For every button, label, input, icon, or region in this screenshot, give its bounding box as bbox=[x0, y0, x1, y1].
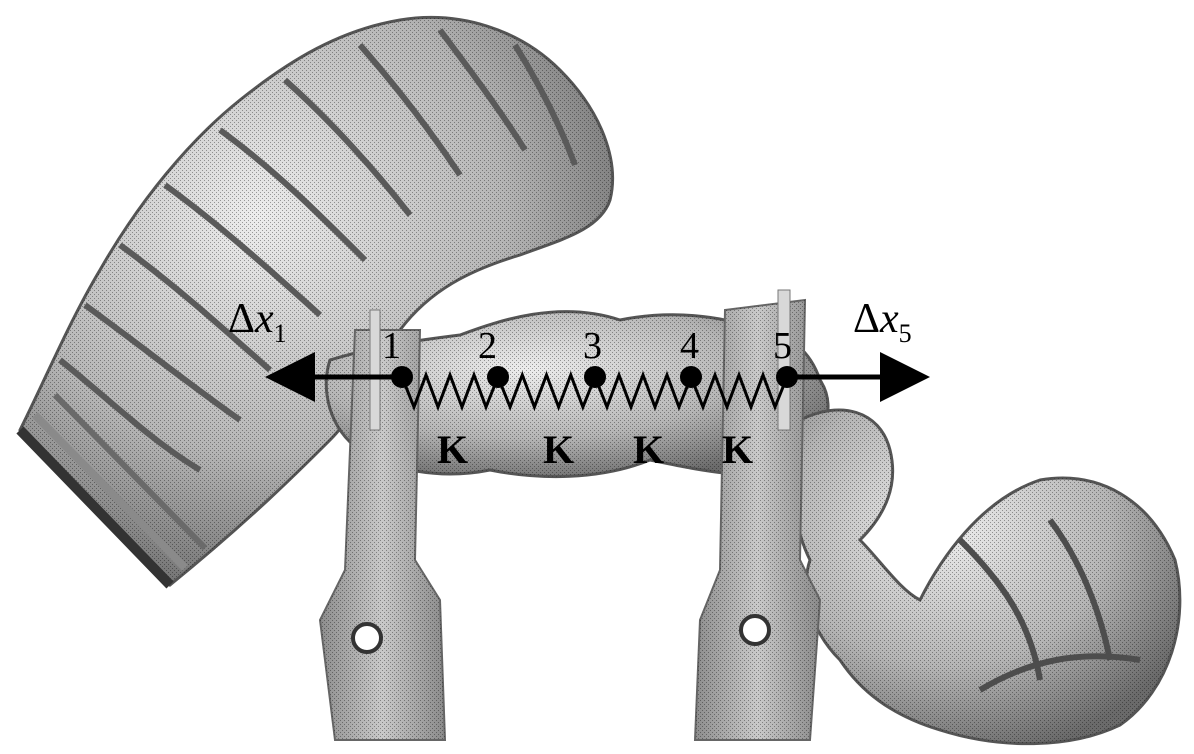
node-3 bbox=[584, 366, 606, 388]
large-intestine-illustration bbox=[20, 17, 613, 585]
node-4 bbox=[680, 366, 702, 388]
spring-label-4: K bbox=[722, 427, 753, 472]
node-2 bbox=[487, 366, 509, 388]
node-label-2: 2 bbox=[478, 325, 497, 367]
left-delta-symbol: Δ bbox=[228, 296, 255, 342]
spring-label-1: K bbox=[437, 427, 468, 472]
right-displacement-label: Δx5 bbox=[853, 296, 912, 348]
left-displacement-subscript: 1 bbox=[274, 319, 287, 348]
node-5 bbox=[776, 366, 798, 388]
node-1 bbox=[391, 366, 413, 388]
cecum-illustration bbox=[793, 410, 1179, 744]
node-label-4: 4 bbox=[680, 325, 699, 367]
node-label-3: 3 bbox=[583, 325, 602, 367]
left-displacement-variable: x bbox=[254, 296, 274, 342]
node-label-5: 5 bbox=[773, 325, 792, 367]
right-displacement-variable: x bbox=[879, 296, 899, 342]
spring-label-2: K bbox=[543, 427, 574, 472]
right-delta-symbol: Δ bbox=[853, 296, 880, 342]
spring-label-3: K bbox=[633, 427, 664, 472]
right-displacement-subscript: 5 bbox=[899, 319, 912, 348]
node-label-1: 1 bbox=[382, 325, 401, 367]
